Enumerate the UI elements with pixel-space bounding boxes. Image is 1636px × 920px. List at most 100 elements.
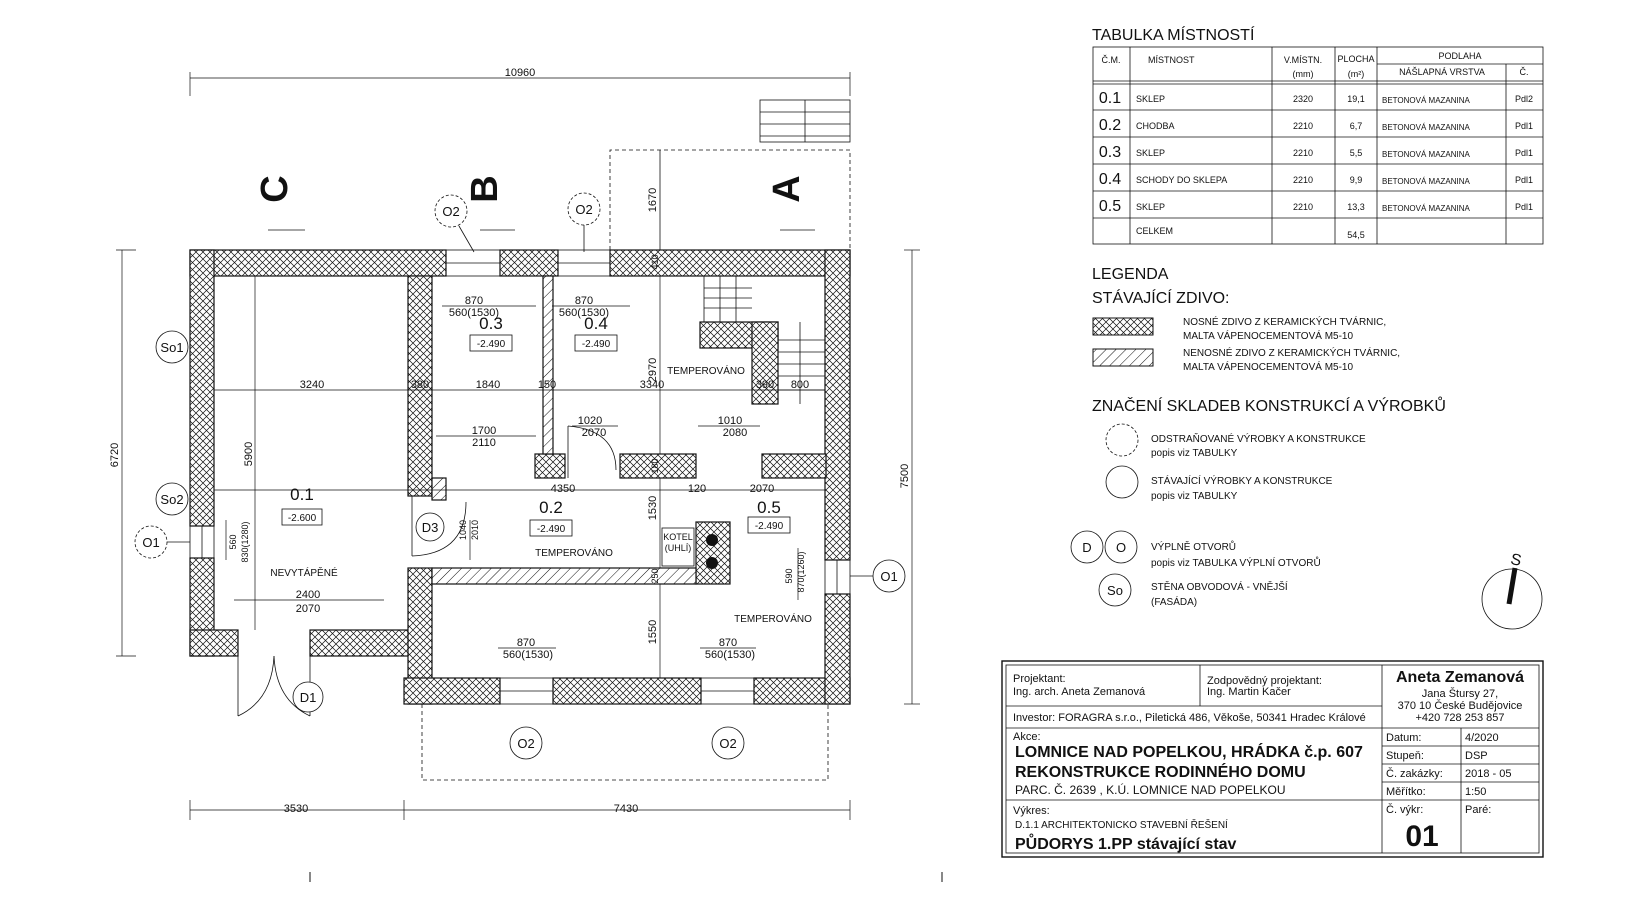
table-row: 0.4 SCHODY DO SKLEPA 2210 9,9 BETONOVÁ M… xyxy=(1099,171,1533,188)
legend-m1-b: popis viz TABULKY xyxy=(1151,448,1238,459)
tb-vykres2: PŮDORYS 1.PP stávající stav xyxy=(1015,833,1237,853)
dim-1040: 1040 xyxy=(458,520,468,540)
room-table: TABULKA MÍSTNOSTÍ Č.M. MÍSTNOST V.MÍSTN.… xyxy=(1092,25,1544,245)
dim-ob-b2: 560(1530) xyxy=(705,649,755,661)
tb-akce2: REKONSTRUKCE RODINNÉHO DOMU xyxy=(1015,762,1306,781)
tb-cvykr: 01 xyxy=(1405,820,1438,853)
dim-o04-a: 870 xyxy=(575,295,593,307)
legend-wall2-a: NENOSNÉ ZDIVO Z KERAMICKÝCH TVÁRNIC, xyxy=(1183,346,1400,359)
room-04-level: -2.490 xyxy=(582,339,611,350)
row-3-code: Pdl1 xyxy=(1515,175,1533,185)
legend-title: LEGENDA xyxy=(1092,266,1169,283)
row-2-cm: 0.3 xyxy=(1099,144,1121,161)
dim-4350: 4350 xyxy=(551,483,575,495)
th-podlaha: PODLAHA xyxy=(1438,51,1481,61)
row-2-name: SKLEP xyxy=(1136,148,1165,158)
dim-800: 800 xyxy=(791,379,809,391)
walls xyxy=(189,249,851,705)
tb-zodpovedny: Ing. Martin Kačer xyxy=(1207,686,1291,698)
tb-projektant-label: Projektant: xyxy=(1013,673,1066,685)
exterior-steps xyxy=(421,99,851,781)
dim-left-total: 6720 xyxy=(109,443,121,467)
row-0-cm: 0.1 xyxy=(1099,90,1121,107)
row-4-area: 13,3 xyxy=(1347,202,1365,212)
dim-d01-a: 2400 xyxy=(296,589,320,601)
marker-o2-top1: O2 xyxy=(442,204,459,219)
table-row: 0.5 SKLEP 2210 13,3 BETONOVÁ MAZANINA Pd… xyxy=(1099,198,1533,215)
dim-ob-a1: 870 xyxy=(517,637,535,649)
th-vmistn-unit: (mm) xyxy=(1293,69,1314,79)
row-1-cm: 0.2 xyxy=(1099,117,1121,134)
dim-1010: 1010 xyxy=(718,415,742,427)
room-02-note: TEMPEROVÁNO xyxy=(535,546,613,559)
legend-m4-a: STĚNA OBVODOVÁ - VNĚJŠÍ xyxy=(1151,580,1288,593)
room-01-level: -2.600 xyxy=(288,513,317,524)
row-3-name: SCHODY DO SKLEPA xyxy=(1136,175,1227,185)
dim-top-total: 10960 xyxy=(505,67,536,79)
legend-m2-a: STÁVAJÍCÍ VÝROBKY A KONSTRUKCE xyxy=(1151,474,1333,487)
row-1-v: 2210 xyxy=(1293,121,1313,131)
legend-wall1-b: MALTA VÁPENOCEMENTOVÁ M5-10 xyxy=(1183,329,1353,342)
tb-vykres-label: Výkres: xyxy=(1013,805,1050,817)
dim-w05-b: 870(1260) xyxy=(796,551,806,592)
dim-120: 120 xyxy=(688,483,706,495)
tb-zodpovedny-label: Zodpovědný projektant: xyxy=(1207,675,1322,687)
marker-o2-bot1: O2 xyxy=(517,736,534,751)
north-arrow-icon: S xyxy=(1481,551,1543,630)
th-plocha-unit: (m²) xyxy=(1348,69,1365,79)
legend-m3-a: VÝPLNĚ OTVORŮ xyxy=(1151,540,1236,553)
dimension-texts: 10960 6720 7500 3530 7430 1670 410 3240 … xyxy=(109,67,911,815)
dim-250: 250 xyxy=(650,568,660,583)
tb-datum-label: Datum: xyxy=(1386,732,1421,744)
tb-firm-addr2: 370 10 České Budějovice xyxy=(1398,699,1523,712)
dim-w01-b: 830(1280) xyxy=(240,521,250,562)
dim-w05-a: 590 xyxy=(784,568,794,583)
row-2-floor: BETONOVÁ MAZANINA xyxy=(1382,150,1471,159)
dim-1530: 1530 xyxy=(647,496,659,520)
row-4-v: 2210 xyxy=(1293,202,1313,212)
row-3-cm: 0.4 xyxy=(1099,171,1121,188)
legend-m3-b: popis viz TABULKA VÝPLNÍ OTVORŮ xyxy=(1151,556,1321,569)
legend-wall1-a: NOSNÉ ZDIVO Z KERAMICKÝCH TVÁRNIC, xyxy=(1183,315,1386,328)
room-03-num: 0.3 xyxy=(479,314,503,333)
tb-stupen-label: Stupeň: xyxy=(1386,750,1424,762)
marker-o1-right: O1 xyxy=(880,569,897,584)
tb-firm-addr1: Jana Štursy 27, xyxy=(1422,687,1498,700)
row-4-floor: BETONOVÁ MAZANINA xyxy=(1382,204,1471,213)
legend-m3-o: O xyxy=(1116,540,1126,555)
dim-2070: 2070 xyxy=(750,483,774,495)
marker-d3: D3 xyxy=(422,520,439,535)
legend-marks-title: ZNAČENÍ SKLADEB KONSTRUKCÍ A VÝROBKŮ xyxy=(1092,396,1446,415)
dim-1700: 1700 xyxy=(472,425,496,437)
axis-b: B xyxy=(464,175,506,202)
dim-ob-b1: 560(1530) xyxy=(503,649,553,661)
table-row: 0.1 SKLEP 2320 19,1 BETONOVÁ MAZANINA Pd… xyxy=(1099,90,1533,107)
boiler-label-1: KOTEL xyxy=(663,532,693,542)
legend-m4-so: So xyxy=(1107,583,1123,598)
row-3-area: 9,9 xyxy=(1350,175,1363,185)
grid-axes: C B A xyxy=(254,175,808,202)
dim-2080: 2080 xyxy=(723,427,747,439)
room-01-num: 0.1 xyxy=(290,485,314,504)
legend-m2-b: popis viz TABULKY xyxy=(1151,491,1238,502)
tb-vykres1: D.1.1 ARCHITEKTONICKO STAVEBNÍ ŘEŠENÍ xyxy=(1015,818,1228,831)
dim-o03-a: 870 xyxy=(465,295,483,307)
title-block: Projektant: Ing. arch. Aneta Zemanová Zo… xyxy=(1001,660,1544,858)
row-0-v: 2320 xyxy=(1293,94,1313,104)
marker-o2-top2: O2 xyxy=(575,202,592,217)
sheet-ticks xyxy=(309,872,943,882)
dim-5900: 5900 xyxy=(243,442,255,466)
th-vmistn: V.MÍSTN. xyxy=(1284,55,1322,65)
dim-3340: 3340 xyxy=(640,379,664,391)
legend-m1-a: ODSTRAŇOVANÉ VÝROBKY A KONSTRUKCE xyxy=(1151,432,1366,445)
room-02-level: -2.490 xyxy=(537,524,566,535)
dim-390: 390 xyxy=(756,379,774,391)
dim-150: 150 xyxy=(538,379,556,391)
tb-akce3: PARC. Č. 2639 , K.Ú. LOMNICE NAD POPELKO… xyxy=(1015,782,1286,797)
room-02-num: 0.2 xyxy=(539,498,563,517)
dim-o03-b: 560(1530) xyxy=(449,307,499,319)
dimension-lines xyxy=(116,72,920,820)
tb-akce1: LOMNICE NAD POPELKOU, HRÁDKA č.p. 607 xyxy=(1015,742,1363,761)
dim-2070a: 2070 xyxy=(582,427,606,439)
th-naslapna: NÁŠLAPNÁ VRSTVA xyxy=(1399,67,1485,77)
